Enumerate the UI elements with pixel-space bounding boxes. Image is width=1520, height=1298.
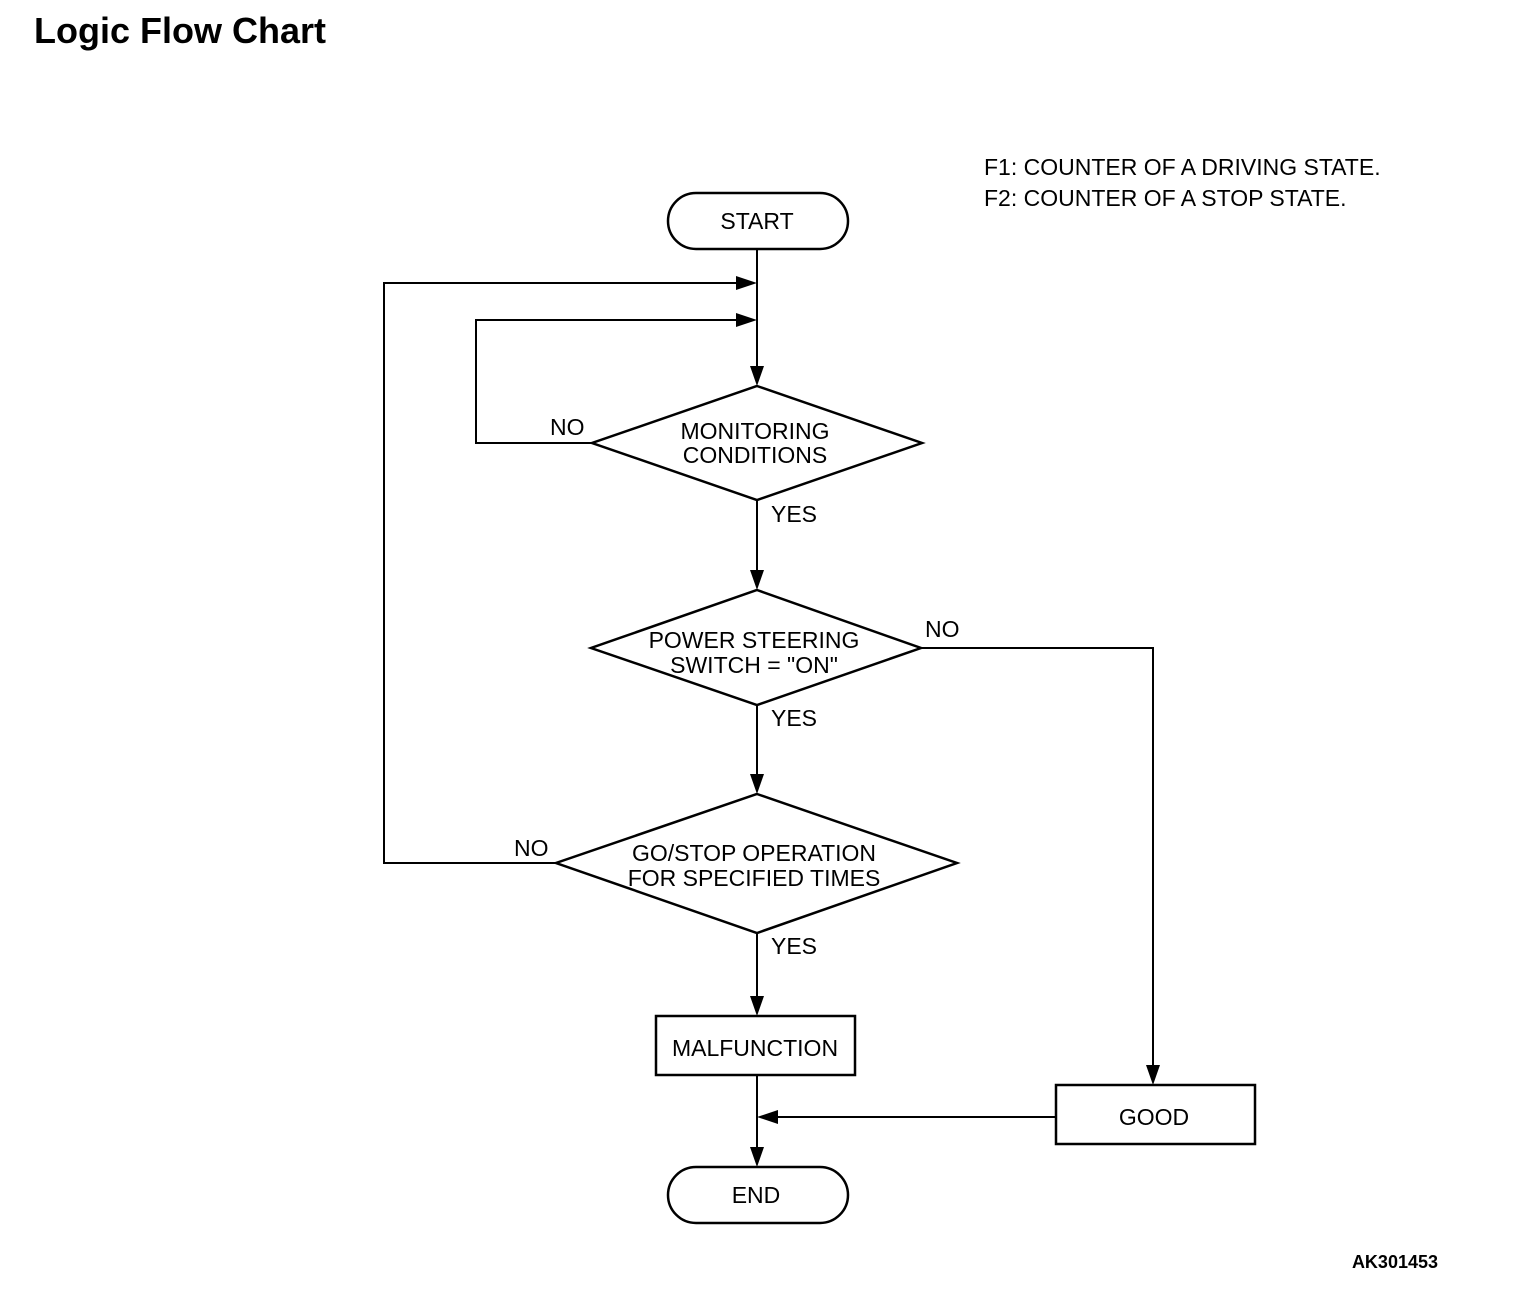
go-stop-no-label: NO xyxy=(514,835,549,861)
good-label: GOOD xyxy=(1119,1104,1189,1130)
connector-power-steering-no xyxy=(921,647,1154,1070)
malfunction-label: MALFUNCTION xyxy=(672,1035,838,1061)
monitoring-no-label: NO xyxy=(550,414,585,440)
arrowhead-into-power-steering xyxy=(750,570,764,590)
end-label: END xyxy=(732,1182,781,1208)
arrowhead-into-malfunction xyxy=(750,996,764,1016)
power-steering-switch-decision: POWER STEERING SWITCH = "ON" xyxy=(587,588,925,707)
legend-f2: F2: COUNTER OF A STOP STATE. xyxy=(984,185,1347,211)
connector-monitoring-no-loop xyxy=(475,319,742,444)
start-label: START xyxy=(720,208,793,234)
monitoring-yes-label: YES xyxy=(771,501,817,527)
power-steering-label-line2: SWITCH = "ON" xyxy=(670,652,838,678)
power-steering-yes-label: YES xyxy=(771,705,817,731)
arrowhead-into-go-stop xyxy=(750,774,764,794)
arrowheads xyxy=(736,276,1160,1167)
edge-labels: NO YES NO YES NO YES xyxy=(514,414,960,959)
figure-code: AK301453 xyxy=(1351,1252,1438,1272)
monitoring-conditions-decision: MONITORING CONDITIONS xyxy=(588,384,926,502)
arrowhead-into-end xyxy=(750,1147,764,1167)
malfunction-box: MALFUNCTION xyxy=(654,1014,857,1077)
connectors xyxy=(383,248,1154,1152)
arrowhead-into-good xyxy=(1146,1065,1160,1085)
start-terminator: START xyxy=(666,191,850,251)
legend-f1: F1: COUNTER OF A DRIVING STATE. xyxy=(984,154,1381,180)
go-stop-yes-label: YES xyxy=(771,933,817,959)
power-steering-no-label: NO xyxy=(925,616,960,642)
arrowhead-into-monitoring xyxy=(750,366,764,386)
monitoring-conditions-label-line2: CONDITIONS xyxy=(683,442,827,468)
go-stop-operation-decision: GO/STOP OPERATION FOR SPECIFIED TIMES xyxy=(552,792,961,935)
monitoring-conditions-label-line1: MONITORING xyxy=(680,418,829,444)
power-steering-label-line1: POWER STEERING xyxy=(649,627,860,653)
end-terminator: END xyxy=(666,1165,850,1225)
good-box: GOOD xyxy=(1054,1083,1257,1146)
go-stop-label-line2: FOR SPECIFIED TIMES xyxy=(628,865,881,891)
arrowhead-good-join xyxy=(757,1110,778,1124)
arrowhead-outer-loop xyxy=(736,276,757,290)
page-title: Logic Flow Chart xyxy=(34,10,326,51)
connector-go-stop-no-loop xyxy=(383,282,742,864)
go-stop-label-line1: GO/STOP OPERATION xyxy=(632,840,876,866)
legend: F1: COUNTER OF A DRIVING STATE. F2: COUN… xyxy=(984,152,1381,214)
arrowhead-inner-loop xyxy=(736,313,757,327)
